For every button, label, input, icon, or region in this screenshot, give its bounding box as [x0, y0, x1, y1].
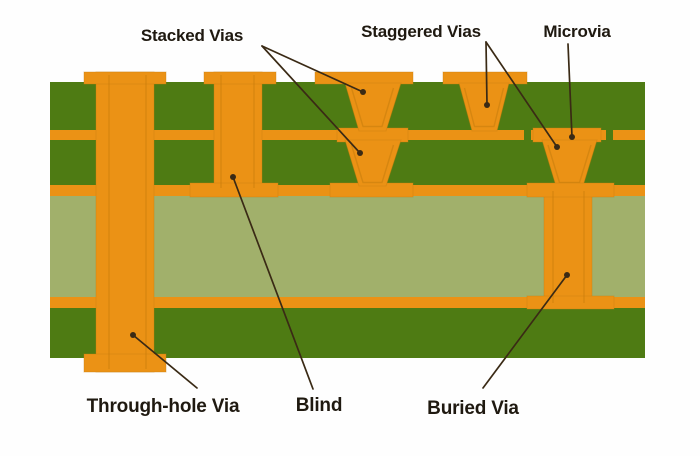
through-hole-via-bottom-pad	[83, 353, 167, 373]
buried-via	[526, 182, 615, 310]
microvia-plating-outline	[547, 144, 592, 184]
arrow-dot	[360, 89, 366, 95]
arrow-dot	[130, 332, 136, 338]
microvia-plating-outline	[350, 144, 395, 184]
through-hole-via-barrel	[95, 71, 155, 373]
copper-layer-4-strip	[50, 297, 645, 308]
copper-isolation-gap	[524, 130, 531, 140]
through-hole-via-top-pad	[83, 71, 167, 85]
arrow-buried	[482, 274, 568, 389]
buried-via-top-pad	[526, 182, 615, 198]
arrow-stacked-lower	[261, 45, 361, 154]
label-microvia: Microvia	[543, 22, 611, 41]
label-buried-via: Buried Via	[427, 398, 519, 419]
blind-via-top-pad	[203, 71, 277, 85]
labels: Stacked Vias Staggered Vias Microvia Thr…	[87, 22, 612, 419]
staggered-via-top-pad	[442, 71, 528, 85]
buried-via-bottom-pad	[526, 295, 615, 310]
arrow-dot	[357, 150, 363, 156]
arrow-dot	[554, 144, 560, 150]
callout-arrows	[130, 41, 575, 390]
arrow-stacked-upper	[261, 45, 364, 93]
arrow-staggered-lower	[485, 41, 558, 148]
arrow-blind	[232, 176, 314, 390]
label-staggered-vias: Staggered Vias	[361, 22, 481, 41]
arrow-staggered-upper	[485, 41, 488, 106]
copper-isolation-gap	[606, 130, 613, 140]
label-blind-via: Blind	[296, 395, 343, 416]
microvia-plating-outline	[350, 87, 395, 128]
label-through-hole-via: Through-hole Via	[87, 396, 240, 417]
blind-via-bottom-pad	[189, 182, 279, 198]
stacked-vias-top-pad	[314, 71, 414, 85]
through-hole-via	[83, 71, 167, 373]
buried-via-barrel	[543, 187, 593, 306]
arrow-microvia	[567, 43, 573, 138]
arrow-dot	[564, 272, 570, 278]
arrow-dot	[569, 134, 575, 140]
blind-via	[189, 71, 279, 198]
arrow-through-hole	[132, 334, 198, 389]
staggered-vias	[442, 71, 602, 187]
label-stacked-vias: Stacked Vias	[141, 26, 243, 45]
arrow-dot	[484, 102, 490, 108]
stacked-microvia-upper	[344, 82, 402, 132]
arrow-dot	[230, 174, 236, 180]
microvia-plating-outline	[463, 87, 505, 128]
